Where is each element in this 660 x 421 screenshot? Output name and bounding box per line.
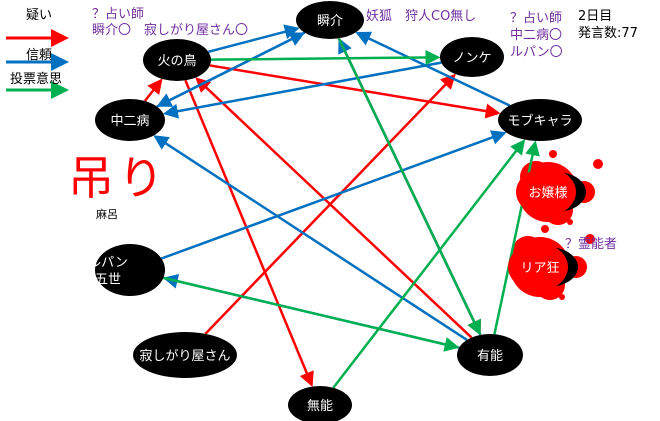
edge-vote-shunsuke-yuunou — [337, 37, 481, 336]
fox-hunter-note: 妖狐 狩人CO無し — [366, 9, 477, 24]
node-label: 瞬介 — [317, 14, 343, 29]
legend-vote: 投票意思 — [10, 72, 63, 87]
node-ojou: お嬢様 — [516, 168, 586, 216]
node-riakyou: リア狂 — [508, 243, 578, 291]
edge-trust-yuunou-chuuni — [153, 135, 468, 342]
edge-suspicion-hinotori-mob — [209, 64, 501, 119]
seer2-result-2: ルパン〇 — [510, 45, 563, 60]
seer1-title: ？占い師 — [92, 7, 145, 22]
node-label: モブキャラ — [507, 113, 572, 129]
edges — [143, 24, 540, 389]
hanged-label: 吊り — [68, 151, 168, 205]
node-label: ノンケ — [452, 51, 491, 66]
node-mob: モブキャラ — [498, 99, 582, 141]
node-label: リア狂 — [520, 261, 559, 276]
node-label: 寂しがり屋さん — [139, 348, 230, 364]
node-label: ルパン — [88, 256, 128, 271]
node-munou: 無能 — [288, 386, 352, 421]
seer2-title: ？占い師 — [510, 11, 563, 26]
seer1-results: 瞬介〇 寂しがり屋さん〇 — [92, 23, 249, 38]
legend-trust: 信頼 — [26, 48, 53, 63]
edge-vote-munou-mob — [332, 139, 526, 389]
edge-suspicion-sabishi-nonke — [204, 73, 456, 335]
edge-trust-lupin-mob — [160, 130, 507, 260]
day-label: 2日目 — [578, 9, 613, 24]
legend-arrows — [6, 29, 69, 99]
legend-suspicion: 疑い — [26, 8, 53, 23]
edge-vote-hinotori-nonke — [210, 49, 441, 65]
edge-suspicion-yuunou-hinotori — [195, 77, 473, 339]
node-label: 五世 — [95, 273, 121, 288]
node-hinotori: 火の鳥 — [143, 39, 211, 81]
node-label: 火の鳥 — [157, 54, 196, 69]
medium-note: ？霊能者 — [565, 237, 618, 252]
node-label: 有能 — [477, 349, 503, 364]
node-nonke: ノンケ — [440, 37, 504, 77]
node-label: 無能 — [307, 399, 333, 414]
edge-vote-lupin-yuunou — [163, 276, 460, 352]
remark-count: 発言数:77 — [578, 26, 638, 41]
edge-suspicion-hinotori-munou — [184, 79, 314, 388]
node-shunsuke: 瞬介 — [296, 1, 364, 39]
edge-trust-nonke-chuuni — [162, 61, 442, 119]
node-sabishi: 寂しがり屋さん — [133, 332, 237, 378]
edge-trust-hinotori-shunsuke — [207, 24, 300, 54]
node-yuunou: 有能 — [457, 334, 523, 376]
node-chuuni: 中二病 — [95, 99, 165, 141]
hanged-player: 麻呂 — [96, 208, 118, 221]
seer2-result-1: 中二病〇 — [510, 28, 563, 43]
node-label: 中二病 — [110, 114, 149, 129]
edge-suspicion-chuuni-hinotori — [143, 78, 163, 102]
node-label: お嬢様 — [528, 186, 567, 201]
edge-trust-mob-shunsuke — [355, 31, 511, 107]
edge-trust-shunsuke-chuuni — [156, 31, 306, 107]
